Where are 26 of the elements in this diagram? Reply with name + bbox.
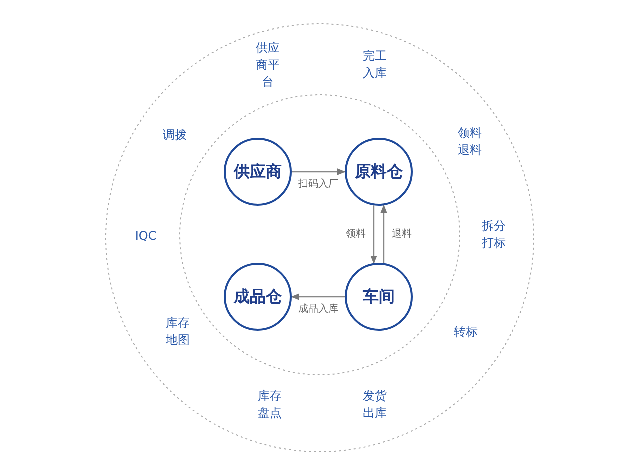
ring-label: 调拨 [162, 126, 188, 144]
arrow [380, 204, 388, 264]
ring-label: 发货出库 [362, 388, 388, 422]
edge-label: 扫码入厂 [298, 178, 340, 190]
circle-node [224, 263, 292, 331]
edge-label: 退料 [391, 228, 413, 241]
arrow [291, 294, 345, 300]
circle-node [345, 138, 413, 206]
circle-node [224, 138, 292, 206]
ring-label: 领料退料 [457, 125, 483, 159]
node-label: 车间 [363, 286, 395, 308]
arrow [370, 206, 378, 264]
ring-label: 供应商平台 [255, 40, 281, 90]
edge-label: 成品入库 [298, 302, 340, 316]
ring-label: 转标 [453, 324, 479, 340]
node-label: 原料仓 [355, 162, 403, 182]
ring-label: IQC [134, 228, 158, 244]
ring-label: 库存盘点 [257, 388, 283, 422]
node-label: 供应商 [234, 162, 282, 182]
circle-node [345, 263, 413, 331]
ring-label: 库存地图 [165, 315, 191, 349]
arrow [292, 168, 346, 176]
ring-label: 完工入库 [362, 48, 388, 82]
ring-label: 拆分打标 [481, 218, 507, 252]
edge-label: 领料 [345, 228, 367, 241]
node-label: 成品仓 [234, 286, 282, 308]
